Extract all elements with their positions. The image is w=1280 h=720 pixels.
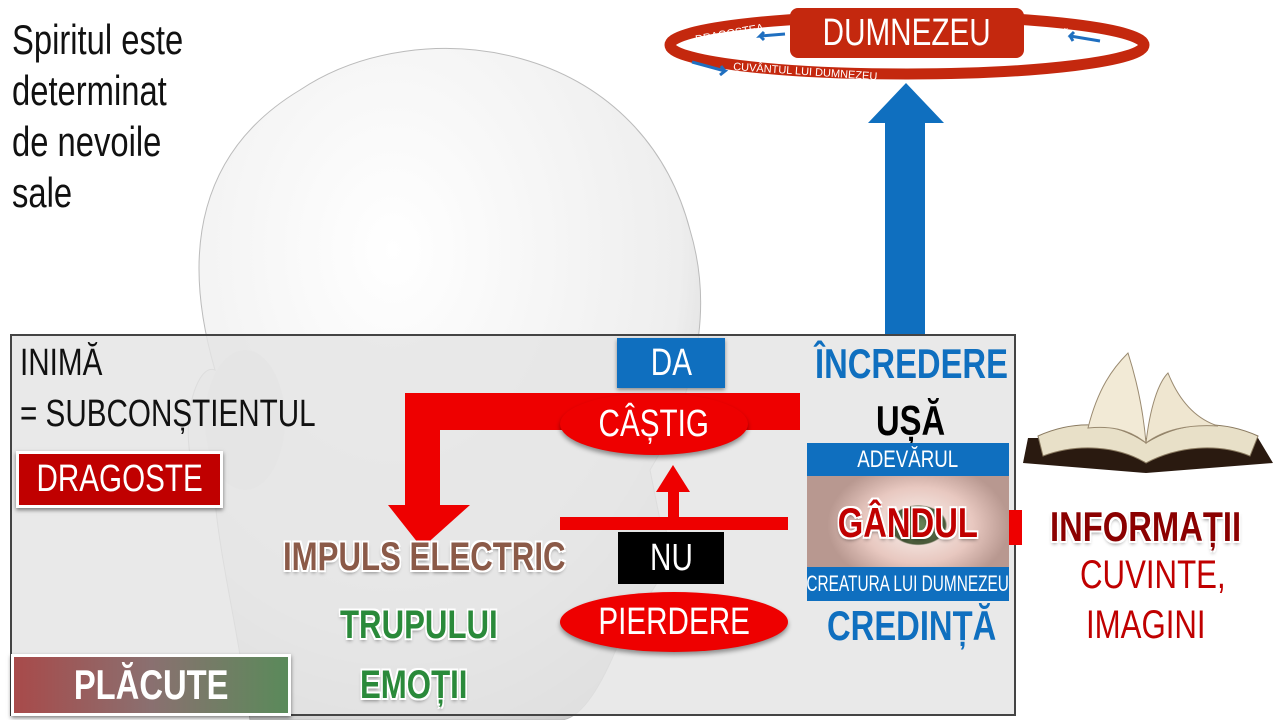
- faith-label: CREDINȚĂ: [827, 602, 997, 649]
- god-label: DUMNEZEU: [823, 11, 991, 54]
- intro-line: de nevoile: [12, 118, 162, 165]
- eye-panel: ADEVĂRUL GÂNDUL CREATURA LUI DUMNEZEU: [807, 443, 1009, 601]
- truth-bar: ADEVĂRUL: [807, 443, 1009, 476]
- intro-text: Spiritul este determinat de nevoile sale: [12, 14, 231, 218]
- gain-ellipse: CÂȘTIG: [560, 393, 748, 455]
- impulse-label: IMPULS ELECTRIC: [283, 535, 566, 579]
- trust-label: ÎNCREDERE: [815, 340, 1008, 387]
- emotions-label: EMOȚII: [360, 663, 468, 707]
- arrow-left-icon: [756, 30, 786, 42]
- love-tag: DRAGOSTE: [16, 451, 223, 508]
- creature-bar: CREATURA LUI DUMNEZEU: [807, 567, 1009, 601]
- info-images: IMAGINI: [1086, 603, 1206, 647]
- no-box: NU: [618, 532, 724, 584]
- loss-ellipse: PIERDERE: [560, 592, 788, 652]
- heart-subtitle: = SUBCONȘTIENTUL: [20, 393, 316, 435]
- thought-label: GÂNDUL: [837, 499, 979, 546]
- yes-box: DA: [617, 338, 725, 388]
- intro-line: determinat: [12, 67, 167, 114]
- info-words: CUVINTE,: [1080, 553, 1226, 597]
- body-label: TRUPULUI: [340, 603, 498, 647]
- pleasant-tag: PLĂCUTE: [11, 654, 291, 716]
- up-arrow-icon: [868, 83, 944, 335]
- book-icon: [1023, 352, 1273, 473]
- god-box: DUMNEZEU: [790, 8, 1024, 58]
- info-title: INFORMAȚII: [1050, 503, 1242, 550]
- door-label: UȘĂ: [876, 397, 946, 444]
- intro-line: sale: [12, 169, 73, 216]
- intro-line: Spiritul este: [12, 16, 184, 63]
- arrow-right-icon: [691, 60, 729, 77]
- arrow-left-icon: [1066, 30, 1101, 43]
- heart-title: INIMĂ: [20, 342, 103, 384]
